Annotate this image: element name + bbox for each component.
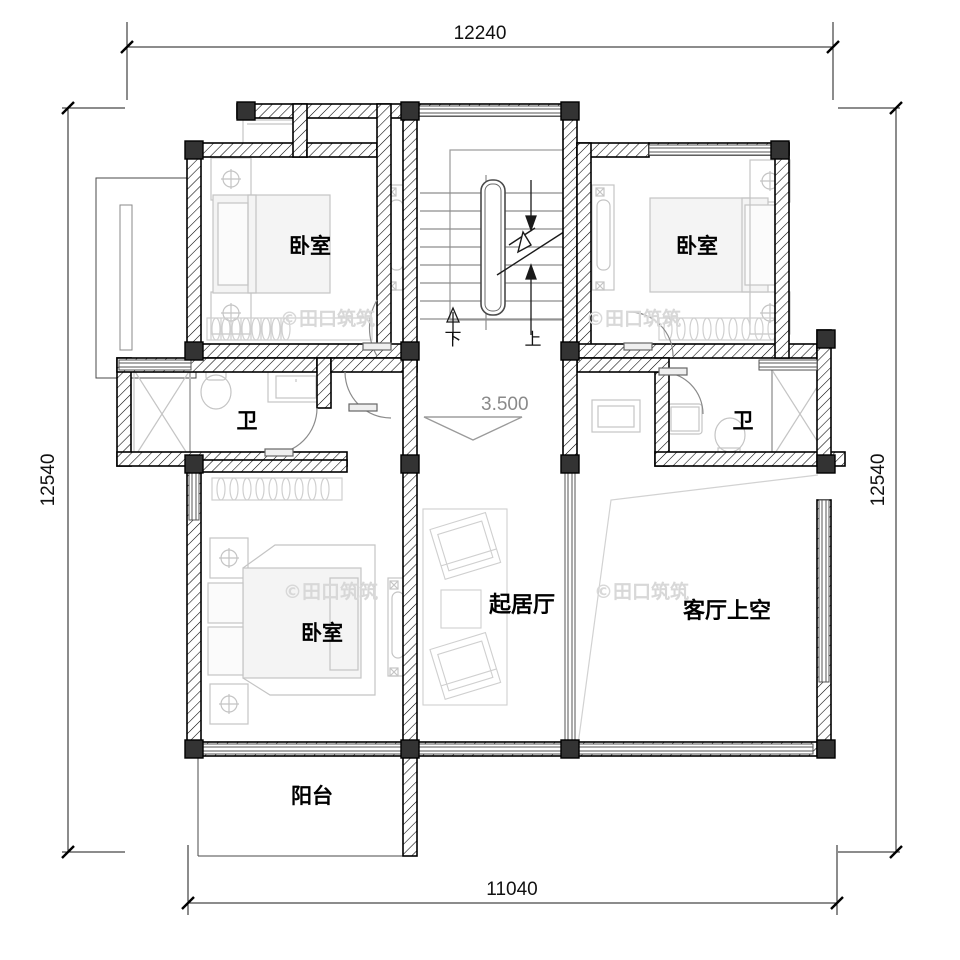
elevation-marker: 3.500 <box>423 394 529 441</box>
watermark-1: ©田口筑筑 <box>280 307 375 330</box>
room-label-bedroom-top-right: 卧室 <box>676 234 718 258</box>
dimension-bottom-label: 11040 <box>486 879 537 900</box>
doors <box>264 299 704 457</box>
exterior-canopy-outline <box>95 177 197 379</box>
watermark-group: ©田口筑筑 ©田口筑筑 ©田口筑筑 ©田口筑筑 <box>280 307 689 603</box>
room-label-bathroom-right: 卫 <box>733 409 754 433</box>
stair-label-up: 上 <box>525 330 542 350</box>
furniture-living-room <box>422 508 508 706</box>
room-label-bathroom-left: 卫 <box>237 409 258 433</box>
structural-columns <box>184 101 836 759</box>
dimension-right-label: 12540 <box>868 454 889 507</box>
watermark-3: ©田口筑筑 <box>283 580 378 603</box>
staircase <box>420 149 571 340</box>
fixtures-bathroom-left <box>133 367 325 459</box>
living-void-ceiling-edge <box>576 474 819 753</box>
watermark-4: ©田口筑筑 <box>594 580 689 603</box>
dimension-right: 12540 <box>838 101 903 859</box>
room-label-balcony: 阳台 <box>291 784 333 808</box>
dimension-top: 12240 <box>120 22 840 100</box>
elevation-label: 3.500 <box>481 394 529 415</box>
dimension-left: 12540 <box>38 101 125 859</box>
watermark-2: ©田口筑筑 <box>586 307 681 330</box>
room-labels: 卧室 卧室 卧室 卫 卫 起居厅 客厅上空 阳台 <box>237 234 772 808</box>
stair-label-down: 下 <box>445 330 462 350</box>
room-label-living-void: 客厅上空 <box>683 598 771 624</box>
dimension-left-label: 12540 <box>38 454 59 507</box>
room-label-living-room: 起居厅 <box>488 593 555 618</box>
dimension-top-label: 12240 <box>454 23 507 44</box>
stair-direction-labels: 下 上 <box>445 330 542 350</box>
stair-direction-arrows <box>446 180 537 340</box>
dimension-bottom: 11040 <box>181 845 844 915</box>
furniture-bedroom-top-right <box>591 159 791 341</box>
room-label-bedroom-top-left: 卧室 <box>289 234 331 258</box>
room-label-bedroom-bottom-left: 卧室 <box>301 621 343 645</box>
furniture-bedroom-bottom-left <box>207 477 409 725</box>
